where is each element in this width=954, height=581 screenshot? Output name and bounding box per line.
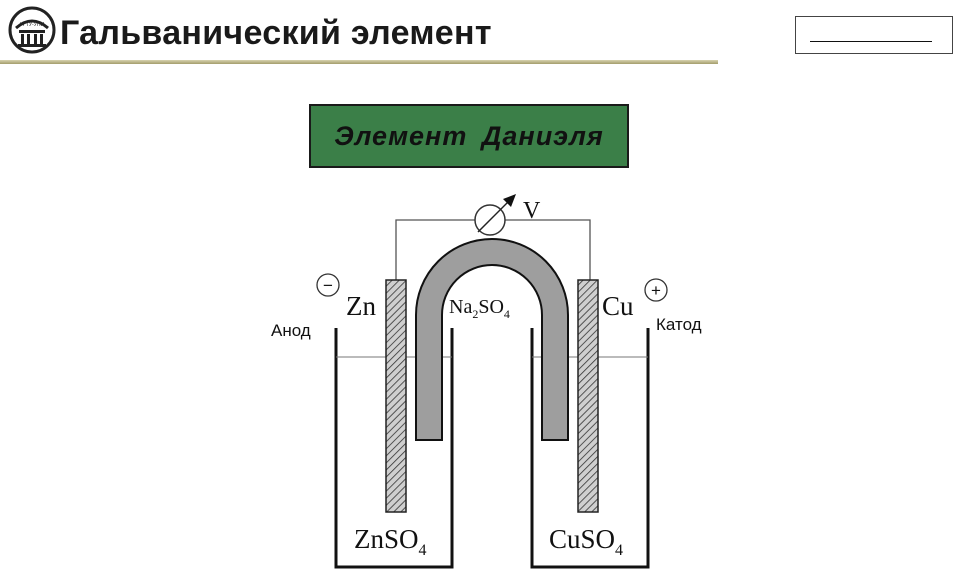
diagram-title-banner: Элемент Даниэля xyxy=(309,104,629,168)
anode-beaker xyxy=(334,328,454,569)
university-logo-icon: УГТУ-УПИ xyxy=(8,6,56,54)
salt-bridge xyxy=(415,238,569,441)
cathode-solution-label: CuSO4 xyxy=(549,524,623,559)
anode-solution-label: ZnSO4 xyxy=(354,524,427,559)
cathode-sign: + xyxy=(651,281,661,300)
logo-text: УГТУ-УПИ xyxy=(20,22,45,28)
zinc-electrode xyxy=(385,279,407,513)
minus-sign-icon: − xyxy=(316,273,340,297)
title-underline xyxy=(0,60,718,64)
cathode-electrode-label: Cu xyxy=(602,291,634,321)
voltmeter-label: V xyxy=(523,198,541,224)
page-title: Гальванический элемент xyxy=(60,14,492,52)
header: УГТУ-УПИ Гальванический элемент xyxy=(0,0,954,70)
salt-bridge-label: Na2SO4 xyxy=(449,296,510,321)
corner-line xyxy=(810,41,932,42)
copper-electrode xyxy=(577,279,599,513)
banner-title: Элемент Даниэля xyxy=(334,120,604,151)
cathode-label: Катод xyxy=(656,315,702,334)
voltmeter-icon xyxy=(474,194,516,236)
anode-electrode-label: Zn xyxy=(346,291,376,321)
anode-label: Анод xyxy=(271,321,311,340)
anode-sign: − xyxy=(323,276,333,295)
corner-box xyxy=(795,16,953,54)
cathode-beaker xyxy=(530,328,650,569)
plus-sign-icon: + xyxy=(644,278,668,302)
